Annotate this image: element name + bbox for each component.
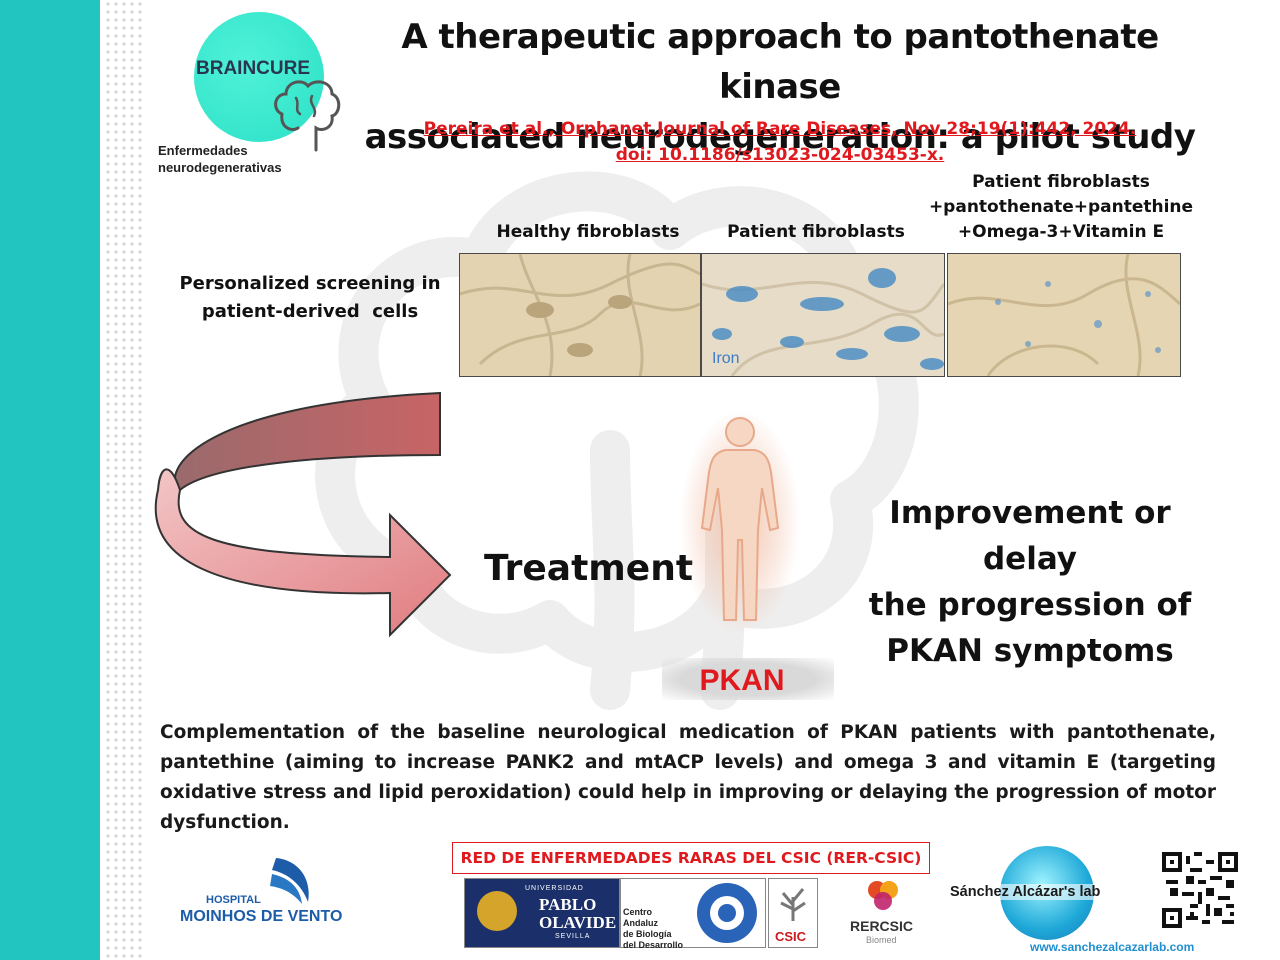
citation-link[interactable]: Pereira et al., Orphanet Journal of Rare…	[360, 116, 1200, 168]
left-color-bar	[0, 0, 100, 960]
rercsic-emblem-icon	[868, 881, 898, 910]
braincure-subtitle-line2: neurodegenerativas	[158, 160, 282, 175]
lab-name: Sánchez Alcázar's lab	[950, 884, 1101, 900]
upo-label-4: SEVILLA	[555, 933, 591, 940]
treated-fibroblasts-label: Patient fibroblasts +pantothenate+pantet…	[916, 170, 1206, 245]
cabd-line3: de Biología	[623, 929, 672, 939]
cabd-text: Centro Andaluz de Biología del Desarroll…	[623, 907, 683, 951]
cabd-line2: Andaluz	[623, 918, 658, 928]
title-line2: associated neurodegeneration: a pilot st…	[364, 117, 1196, 157]
page-title: A therapeutic approach to pantothenate k…	[340, 12, 1220, 162]
patient-fibroblasts-image: Iron	[701, 253, 945, 377]
cabd-line4: del Desarrollo	[623, 940, 684, 950]
treated-label-line2: +pantothenate+pantethine	[928, 197, 1194, 217]
outcome-line1: Improvement or delay	[889, 495, 1171, 577]
hospital-name: MOINHOS DE VENTO	[180, 908, 343, 925]
rercsic-label: RERCSIC	[850, 918, 914, 934]
healthy-fibroblasts-label: Healthy fibroblasts	[496, 222, 680, 242]
title-line1: A therapeutic approach to pantothenate k…	[401, 17, 1159, 107]
lab-website-link[interactable]: www.sanchezalcazarlab.com	[1030, 940, 1195, 954]
treated-label-line3: +Omega-3+Vitamin E	[957, 222, 1165, 242]
cabd-logo: Centro Andaluz de Biología del Desarroll…	[620, 878, 766, 951]
upo-seal-icon	[477, 891, 517, 931]
cabd-line1: Centro	[623, 907, 652, 917]
iron-stain-label: Iron	[712, 350, 740, 367]
network-banner: RED DE ENFERMEDADES RARAS DEL CSIC (RER-…	[452, 842, 930, 874]
treated-fibroblasts-image	[947, 253, 1181, 377]
upo-label-1: UNIVERSIDAD	[525, 885, 584, 892]
upo-logo: UNIVERSIDAD PABLO OLAVIDE SEVILLA	[464, 878, 620, 948]
csic-tree-icon	[780, 888, 806, 921]
screening-label-line2: patient-derived cells	[201, 301, 419, 322]
braincure-logo-text: BRAINCURE	[196, 58, 310, 79]
treatment-label: Treatment	[484, 548, 694, 589]
summary-paragraph: Complementation of the baseline neurolog…	[160, 722, 1216, 833]
dot-pattern	[104, 0, 144, 960]
upo-label-3: OLAVIDE	[539, 913, 617, 932]
pkan-label: PKAN	[699, 664, 785, 697]
braincure-subtitle: Enfermedades neurodegenerativas	[158, 142, 282, 176]
cabd-emblem-icon	[697, 883, 757, 943]
brain-icon	[274, 80, 341, 152]
network-banner-text: RED DE ENFERMEDADES RARAS DEL CSIC (RER-…	[460, 849, 922, 867]
braincure-subtitle-line1: Enfermedades	[158, 143, 248, 158]
patient-fibroblasts-label: Patient fibroblasts	[727, 222, 905, 242]
hospital-logo-icon	[270, 858, 309, 904]
outcome-line3: PKAN symptoms	[886, 633, 1174, 669]
pkan-label-background	[662, 658, 834, 700]
hospital-label: HOSPITAL	[206, 894, 261, 906]
outcome-text: Improvement or delay the progression of …	[840, 490, 1220, 674]
csic-label: CSIC	[775, 929, 807, 944]
human-figure-icon	[680, 410, 800, 634]
citation-line1[interactable]: Pereira et al., Orphanet Journal of Rare…	[423, 119, 1137, 139]
treated-label-line1: Patient fibroblasts	[972, 172, 1150, 192]
healthy-fibroblasts-image	[459, 253, 701, 377]
curved-arrow-icon	[154, 391, 452, 638]
csic-logo: CSIC	[768, 878, 818, 948]
braincure-logo	[194, 12, 324, 142]
screening-label-line1: Personalized screening in	[179, 273, 441, 294]
rercsic-sublabel: Biomed	[866, 935, 897, 945]
qr-code-icon[interactable]	[1162, 852, 1238, 928]
doi-line[interactable]: doi: 10.1186/s13023-024-03453-x.	[615, 145, 945, 165]
outcome-line2: the progression of	[868, 587, 1192, 623]
upo-label-2: PABLO	[539, 895, 597, 914]
screening-label: Personalized screening in patient-derive…	[170, 270, 450, 326]
